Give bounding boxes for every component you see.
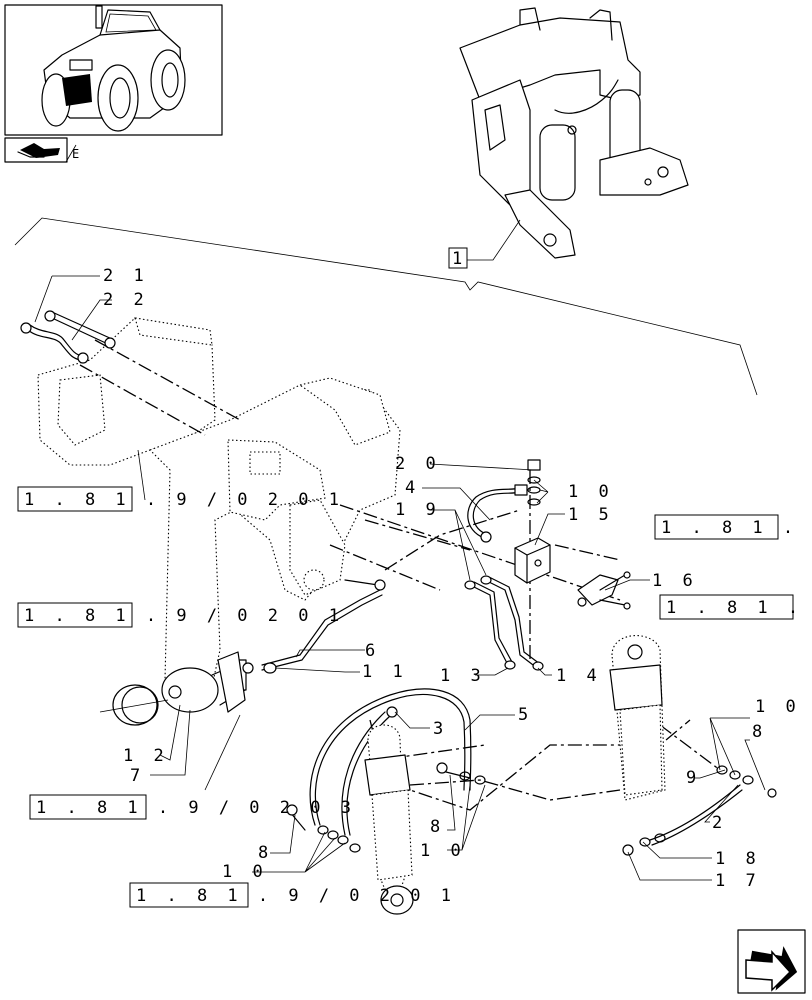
callout-21: 2 1 bbox=[103, 266, 149, 286]
fittings-8-10-middle bbox=[436, 762, 486, 785]
callout-17: 1 7 bbox=[715, 871, 761, 891]
pipes-21-22 bbox=[20, 310, 116, 364]
reference-box-4[interactable]: 1 . 8 1 . 9 / 0 bbox=[659, 594, 812, 620]
callout-20: 2 0 bbox=[395, 454, 441, 474]
callout-10: 1 0 bbox=[568, 482, 614, 502]
callout-14: 1 4 bbox=[556, 666, 602, 686]
tractor-thumbnail bbox=[4, 4, 223, 136]
leader-lines bbox=[34, 275, 766, 881]
fittings-8-10-left bbox=[286, 804, 361, 853]
reference-box-6[interactable]: 1 . 8 1 . 9 / 0 2 0 1 bbox=[129, 882, 456, 908]
callout-6: 6 bbox=[365, 641, 380, 661]
callout-16: 1 6 bbox=[652, 571, 698, 591]
support-bracket bbox=[217, 651, 254, 713]
callout-7: 7 bbox=[130, 766, 145, 786]
exploded-view-bracket bbox=[14, 217, 758, 396]
svg-text:1 . 8 1 . 9 / 0 2 0 3: 1 . 8 1 . 9 / 0 2 0 3 bbox=[36, 798, 356, 818]
callout-numbers: 2 1 2 2 2 0 1 0 4 1 9 1 5 1 6 6 1 1 1 3 … bbox=[103, 266, 801, 891]
reference-box-1[interactable]: 1 . 8 1 . 9 / 0 2 0 1 bbox=[17, 449, 344, 512]
next-page-arrow-icon[interactable] bbox=[737, 929, 806, 994]
callout-5: 5 bbox=[518, 705, 533, 725]
assembly-line bbox=[554, 544, 621, 561]
callout-8-left: 8 bbox=[258, 843, 273, 863]
callout-15: 1 5 bbox=[568, 505, 614, 525]
assembly-number: 1 bbox=[452, 249, 462, 269]
callout-22: 2 2 bbox=[103, 290, 149, 310]
manual-navigation-icon[interactable]: E bbox=[4, 137, 79, 163]
pipes-13-14 bbox=[464, 575, 544, 671]
callout-18: 1 8 bbox=[715, 849, 761, 869]
callout-9: 9 bbox=[686, 768, 701, 788]
reference-box-2[interactable]: 1 . 8 1 . 9 / 0 bbox=[654, 514, 812, 540]
callout-10-right: 1 0 bbox=[755, 697, 801, 717]
callout-11: 1 1 bbox=[362, 662, 408, 682]
callout-8-right: 8 bbox=[752, 722, 767, 742]
front-support-frame bbox=[37, 317, 401, 701]
assembly-overview bbox=[459, 7, 689, 259]
assembly-leader bbox=[467, 219, 521, 261]
assembly-line bbox=[364, 519, 471, 551]
hydraulic-cylinder-right bbox=[609, 635, 666, 801]
clamp-12 bbox=[99, 684, 169, 726]
callout-2: 2 bbox=[712, 813, 727, 833]
svg-text:1 . 8 1 . 9 / 0 2 0 1: 1 . 8 1 . 9 / 0 2 0 1 bbox=[136, 886, 456, 906]
assembly-line bbox=[329, 544, 441, 591]
valve-block-15 bbox=[514, 537, 551, 584]
callout-3: 3 bbox=[433, 719, 448, 739]
svg-text:1 . 8 1 . 9 / 0: 1 . 8 1 . 9 / 0 bbox=[661, 518, 812, 538]
assembly-line bbox=[394, 719, 691, 811]
hydraulic-cylinder-left bbox=[364, 724, 414, 915]
svg-text:1 . 8 1 . 9 / 0 2 0 1: 1 . 8 1 . 9 / 0 2 0 1 bbox=[24, 606, 344, 626]
hose-2 bbox=[622, 765, 777, 856]
hose-4 bbox=[467, 484, 528, 543]
callout-19: 1 9 bbox=[395, 500, 441, 520]
callout-8-middle: 8 bbox=[430, 817, 445, 837]
bracket-16 bbox=[577, 571, 631, 610]
callout-4: 4 bbox=[405, 478, 420, 498]
reference-box-5[interactable]: 1 . 8 1 . 9 / 0 2 0 3 bbox=[29, 794, 356, 820]
assembly-line bbox=[94, 339, 241, 421]
assembly-number-box bbox=[448, 247, 468, 269]
svg-text:1 . 8 1 . 9 / 0 2 0 1: 1 . 8 1 . 9 / 0 2 0 1 bbox=[24, 490, 344, 510]
svg-text:1 . 8 1 . 9 / 0: 1 . 8 1 . 9 / 0 bbox=[666, 598, 812, 618]
thumbnail-suffix: E bbox=[72, 147, 79, 161]
assembly-line bbox=[409, 779, 621, 801]
assembly-line bbox=[79, 364, 206, 436]
assembly-line bbox=[659, 724, 721, 771]
callout-10-middle: 1 0 bbox=[420, 841, 466, 861]
reference-box-3[interactable]: 1 . 8 1 . 9 / 0 2 0 1 bbox=[17, 602, 344, 628]
callout-13: 1 3 bbox=[440, 666, 486, 686]
callout-12: 1 2 bbox=[123, 746, 169, 766]
callout-10-left: 1 0 bbox=[222, 862, 268, 882]
